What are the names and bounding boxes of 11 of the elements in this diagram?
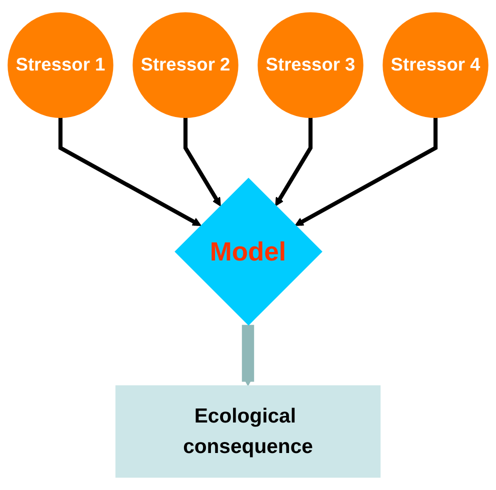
arrow	[275, 117, 313, 206]
node-diamond: Model	[174, 178, 322, 326]
node-circle: Stressor 1	[8, 12, 114, 118]
node-circle: Stressor 3	[258, 12, 364, 118]
arrow	[183, 117, 221, 206]
arrow	[242, 324, 254, 386]
node-circle: Stressor 4	[382, 12, 488, 118]
node-circle: Stressor 2	[132, 12, 238, 118]
arrow	[294, 117, 438, 226]
arrow	[58, 117, 202, 226]
node-box: Ecological consequence	[115, 385, 381, 478]
